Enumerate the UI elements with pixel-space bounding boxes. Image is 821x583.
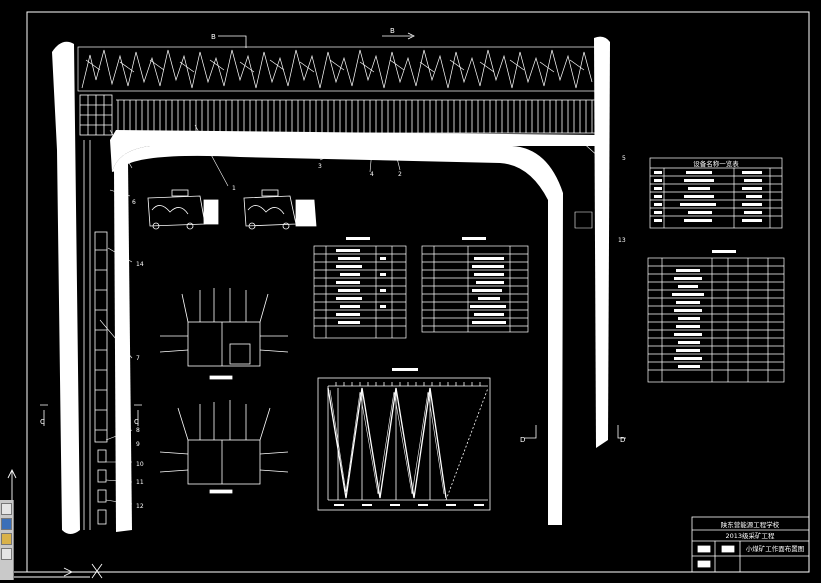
title-block-school: 陕东营能源工程学校	[721, 520, 780, 529]
roadway-section-1	[159, 288, 289, 380]
roadway-right	[594, 36, 610, 449]
tool-button-palette-icon[interactable]	[1, 548, 12, 560]
support-spec-table	[313, 237, 407, 339]
callout-9: 9	[136, 441, 140, 448]
equipment-list-table	[649, 157, 783, 229]
callout-10: 10	[136, 461, 144, 468]
support-spec-table-cells	[336, 249, 386, 324]
section-label-c-left: C	[40, 418, 45, 426]
callout-2: 2	[398, 171, 402, 178]
callout-6: 6	[132, 199, 136, 206]
section-label-b-left: B	[211, 33, 216, 41]
title-block-class: 2013级采矿工程	[725, 531, 775, 540]
section-label-d-right: D	[620, 436, 625, 444]
section-label-c-right: C	[134, 418, 139, 426]
callout-5: 5	[622, 155, 626, 162]
drawing-frame	[26, 11, 810, 573]
section-label-b-right: B	[390, 27, 395, 35]
caved-zone	[77, 46, 597, 92]
tool-button-properties-icon[interactable]	[1, 533, 12, 545]
shearer-sketch-1	[147, 189, 219, 230]
callout-12: 12	[136, 503, 144, 510]
tool-button-close-icon[interactable]	[1, 503, 12, 515]
equipment-spec-table-cells	[470, 257, 506, 324]
callout-7: 7	[136, 355, 140, 362]
section-label-d-left: D	[520, 436, 525, 444]
belt-conveyor	[83, 140, 108, 530]
left-tool-palette	[0, 500, 14, 580]
callout-1: 1	[232, 185, 236, 192]
ucs-icon	[7, 468, 103, 579]
callout-14: 14	[136, 261, 144, 268]
title-block-drawing-name: 小煤矿工作面布置图	[746, 544, 805, 553]
callout-3: 3	[318, 163, 322, 170]
callout-13: 13	[618, 237, 626, 244]
tool-button-layer-icon[interactable]	[1, 518, 12, 530]
section-markers	[40, 32, 626, 439]
material-list-cells	[672, 269, 704, 368]
callout-8: 8	[136, 427, 140, 434]
material-list-table	[647, 250, 785, 383]
equipment-list-cells	[654, 171, 762, 222]
working-face-boundary	[112, 146, 563, 525]
hydraulic-supports	[79, 94, 596, 136]
roadway-section-2	[159, 400, 289, 494]
callout-4: 4	[370, 171, 374, 178]
equipment-list-title: 设备名称一览表	[693, 159, 739, 168]
callout-11: 11	[136, 479, 144, 486]
equipment-spec-table	[421, 237, 529, 333]
callout-leaders	[99, 124, 601, 505]
roadway-top	[110, 130, 600, 172]
cycle-operation-chart	[317, 368, 491, 511]
shearer-sketch-2	[243, 189, 317, 230]
title-block	[691, 516, 810, 573]
roadway-left	[52, 41, 80, 534]
cycle-chart-axis-ticks	[334, 504, 484, 506]
